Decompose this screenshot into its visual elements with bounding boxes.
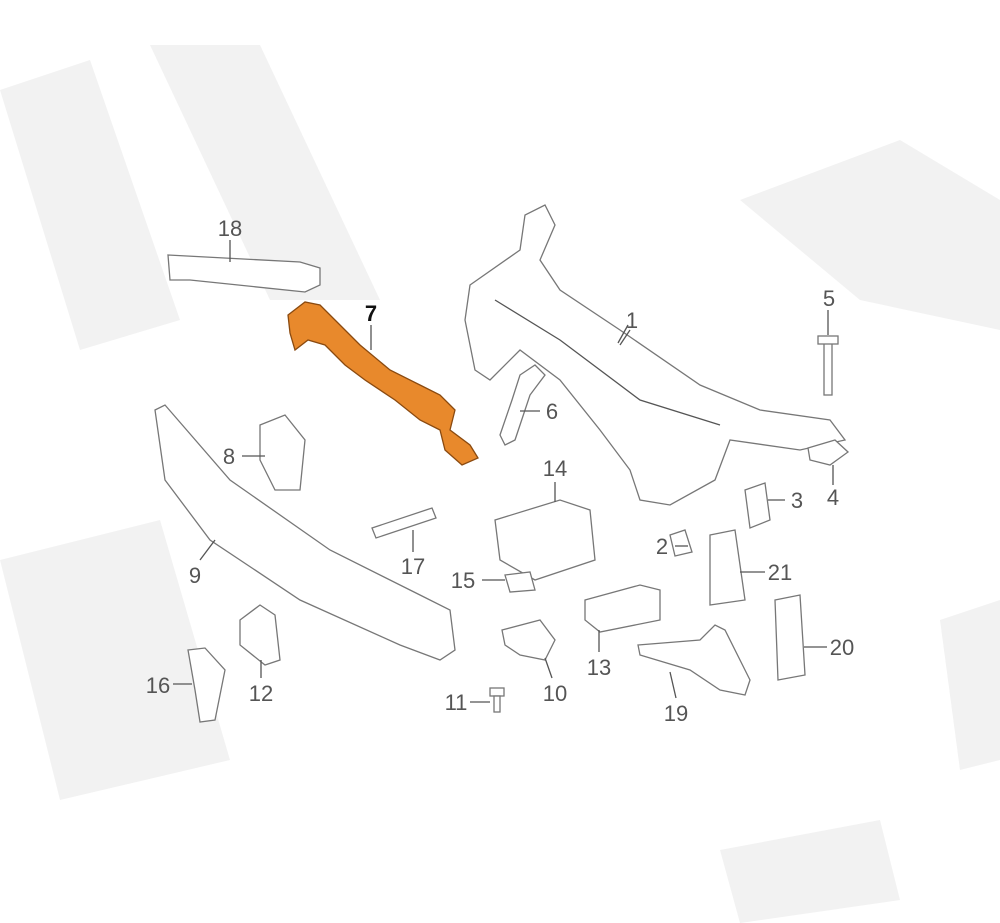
part-10[interactable] bbox=[501, 619, 556, 661]
callout-7: 7 bbox=[365, 301, 377, 326]
part-14[interactable] bbox=[494, 499, 596, 581]
callout-21: 21 bbox=[768, 560, 792, 585]
part-8[interactable] bbox=[259, 414, 306, 491]
part-17[interactable] bbox=[371, 507, 437, 539]
part-15[interactable] bbox=[504, 571, 536, 593]
callout-18: 18 bbox=[218, 216, 242, 241]
callout-13: 13 bbox=[587, 655, 611, 680]
callout-10: 10 bbox=[543, 681, 567, 706]
callout-19: 19 bbox=[664, 701, 688, 726]
callout-20: 20 bbox=[830, 635, 854, 660]
part-5-bolt[interactable] bbox=[817, 335, 839, 396]
callout-16: 16 bbox=[146, 673, 170, 698]
callout-5: 5 bbox=[823, 286, 835, 311]
callout-2: 2 bbox=[656, 534, 668, 559]
part-19[interactable] bbox=[637, 624, 751, 696]
leader-lines bbox=[173, 240, 834, 703]
callout-12: 12 bbox=[249, 681, 273, 706]
part-16[interactable] bbox=[187, 647, 226, 723]
callout-9: 9 bbox=[189, 563, 201, 588]
callout-1: 1 bbox=[626, 308, 638, 333]
callout-labels: 18 7 1 5 6 8 14 4 3 2 21 17 9 15 20 13 1… bbox=[146, 216, 854, 726]
part-2[interactable] bbox=[669, 529, 693, 557]
callout-3: 3 bbox=[791, 488, 803, 513]
callout-8: 8 bbox=[223, 444, 235, 469]
callout-11: 11 bbox=[445, 690, 468, 715]
part-7-highlighted[interactable] bbox=[287, 301, 479, 466]
callout-15: 15 bbox=[451, 568, 475, 593]
part-11-bolt[interactable] bbox=[489, 687, 505, 713]
callout-6: 6 bbox=[546, 399, 558, 424]
part-9-bumper-beam[interactable] bbox=[154, 404, 456, 661]
part-18[interactable] bbox=[167, 254, 321, 293]
part-1-front-end-carrier[interactable] bbox=[464, 204, 847, 506]
callout-4: 4 bbox=[827, 485, 839, 510]
watermark bbox=[0, 45, 1000, 923]
part-4[interactable] bbox=[807, 439, 850, 466]
part-12[interactable] bbox=[239, 604, 281, 666]
callout-17: 17 bbox=[401, 554, 425, 579]
part-21[interactable] bbox=[709, 529, 746, 606]
callout-14: 14 bbox=[543, 456, 567, 481]
part-20[interactable] bbox=[774, 594, 806, 681]
part-6[interactable] bbox=[499, 364, 546, 446]
part-3[interactable] bbox=[744, 482, 771, 529]
part-13[interactable] bbox=[584, 584, 661, 633]
